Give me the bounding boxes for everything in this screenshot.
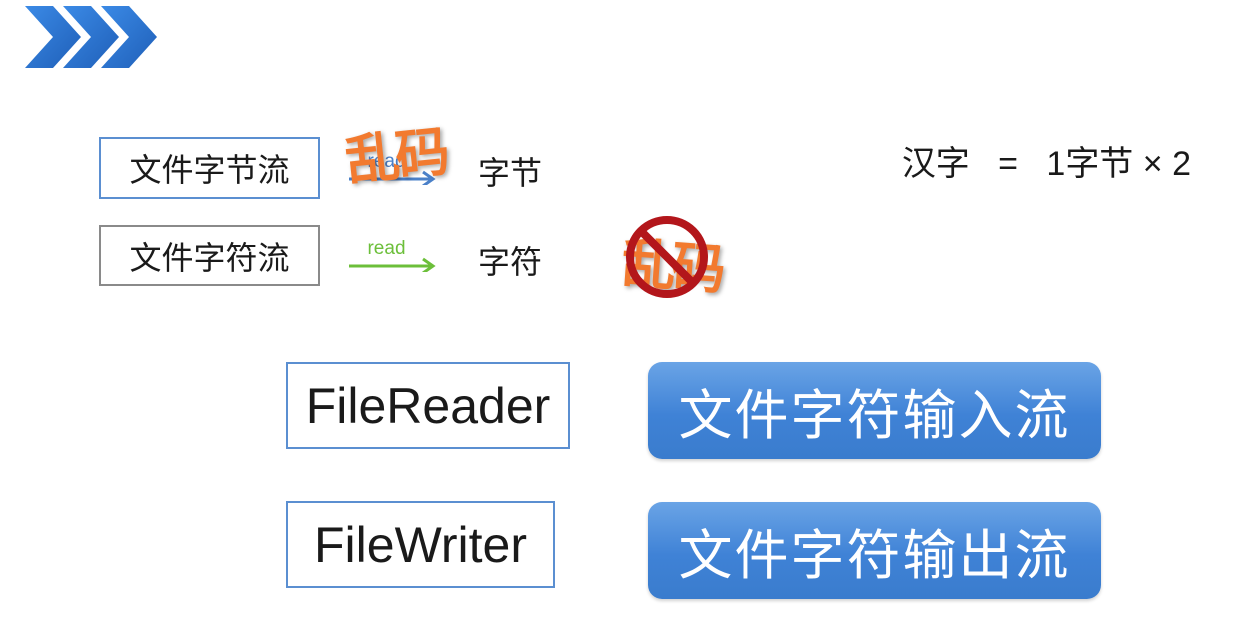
char-input-stream-button: 文件字符输入流 [648, 362, 1101, 459]
char-read-arrow: read [345, 238, 440, 272]
formula-left: 汉字 [901, 144, 970, 184]
formula-unit: 字节 [1065, 144, 1134, 184]
char-read-label: read [367, 238, 406, 259]
byte-stream-box: 文件字节流 [99, 137, 320, 199]
filewriter-label: FileWriter [314, 516, 527, 573]
filewriter-box: FileWriter [286, 501, 555, 588]
garbled-stamp: 乱码 [342, 118, 449, 194]
char-stream-label: 文件字符流 [129, 238, 290, 277]
byte-read-label: read [367, 151, 406, 172]
byte-unit-label: 字节 [478, 154, 543, 192]
char-input-stream-label: 文件字符输入流 [678, 384, 1071, 447]
formula-equals: = [998, 145, 1019, 183]
char-unit-label: 字符 [478, 243, 543, 281]
formula-times: × [1142, 145, 1163, 183]
char-output-stream-button: 文件字符输出流 [648, 502, 1101, 599]
formula-count: 1 [1046, 145, 1066, 183]
filereader-label: FileReader [305, 377, 551, 434]
chevron-arrows-icon [25, 6, 157, 68]
formula: 汉字 = 1字节 × 2 [902, 136, 1191, 185]
arrow-right-icon [349, 257, 436, 272]
no-sign-icon [626, 216, 708, 298]
char-output-stream-label: 文件字符输出流 [678, 524, 1071, 587]
formula-multiplier: 2 [1172, 145, 1191, 183]
filereader-box: FileReader [286, 362, 570, 449]
byte-read-arrow: read [345, 151, 440, 185]
char-stream-box: 文件字符流 [99, 225, 320, 286]
byte-stream-label: 文件字节流 [129, 151, 290, 189]
arrow-right-icon [349, 170, 436, 185]
